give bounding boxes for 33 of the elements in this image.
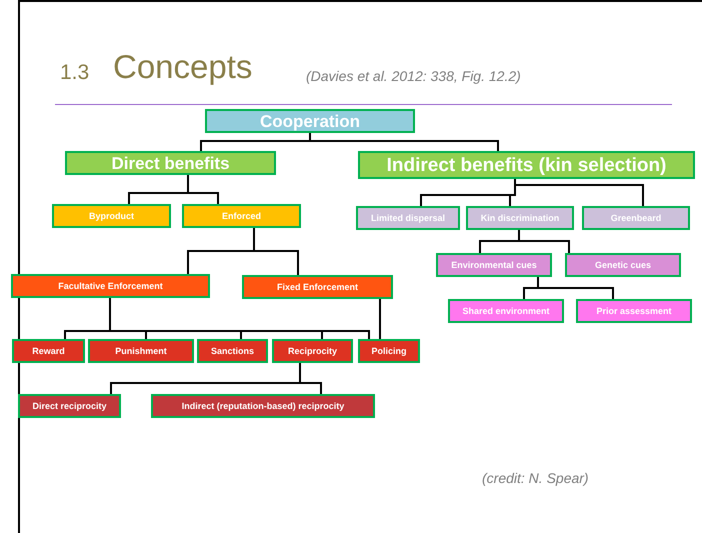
category-box: Environmental cues	[436, 253, 552, 277]
connector-line	[518, 230, 570, 253]
connector-line	[253, 228, 299, 275]
category-box: Reciprocity	[272, 339, 353, 363]
category-box: Greenbeard	[582, 206, 690, 230]
credit-note: (credit: N. Spear)	[482, 469, 589, 488]
category-box: Genetic cues	[565, 253, 681, 277]
category-box: Limited dispersal	[356, 206, 460, 230]
category-box: Indirect benefits (kin selection)	[358, 151, 695, 179]
connector-line	[109, 298, 370, 339]
category-box: Byproduct	[52, 204, 171, 228]
category-box: Kin discrimination	[466, 206, 574, 230]
category-box: Policing	[358, 339, 420, 363]
category-box: Indirect (reputation-based) reciprocity	[151, 394, 375, 418]
category-box: Punishment	[88, 339, 194, 363]
slide-title: Concepts	[113, 50, 252, 83]
connector-line	[187, 175, 219, 204]
connector-line	[299, 363, 322, 394]
category-box: Direct reciprocity	[18, 394, 121, 418]
connector-line	[514, 179, 644, 206]
category-box: Sanctions	[197, 339, 268, 363]
connector-line	[379, 299, 381, 339]
category-box: Facultative Enforcement	[11, 274, 210, 298]
category-box: Enforced	[182, 204, 301, 228]
connector-line	[537, 277, 614, 299]
section-number: 1.3	[60, 62, 90, 83]
category-box: Reward	[12, 339, 85, 363]
category-box: Shared environment	[448, 299, 564, 323]
category-box: Cooperation	[205, 109, 415, 133]
category-box: Prior assessment	[576, 299, 692, 323]
citation: (Davies et al. 2012: 338, Fig. 12.2)	[306, 67, 521, 86]
category-box: Direct benefits	[65, 151, 276, 175]
category-box: Fixed Enforcement	[242, 275, 393, 299]
